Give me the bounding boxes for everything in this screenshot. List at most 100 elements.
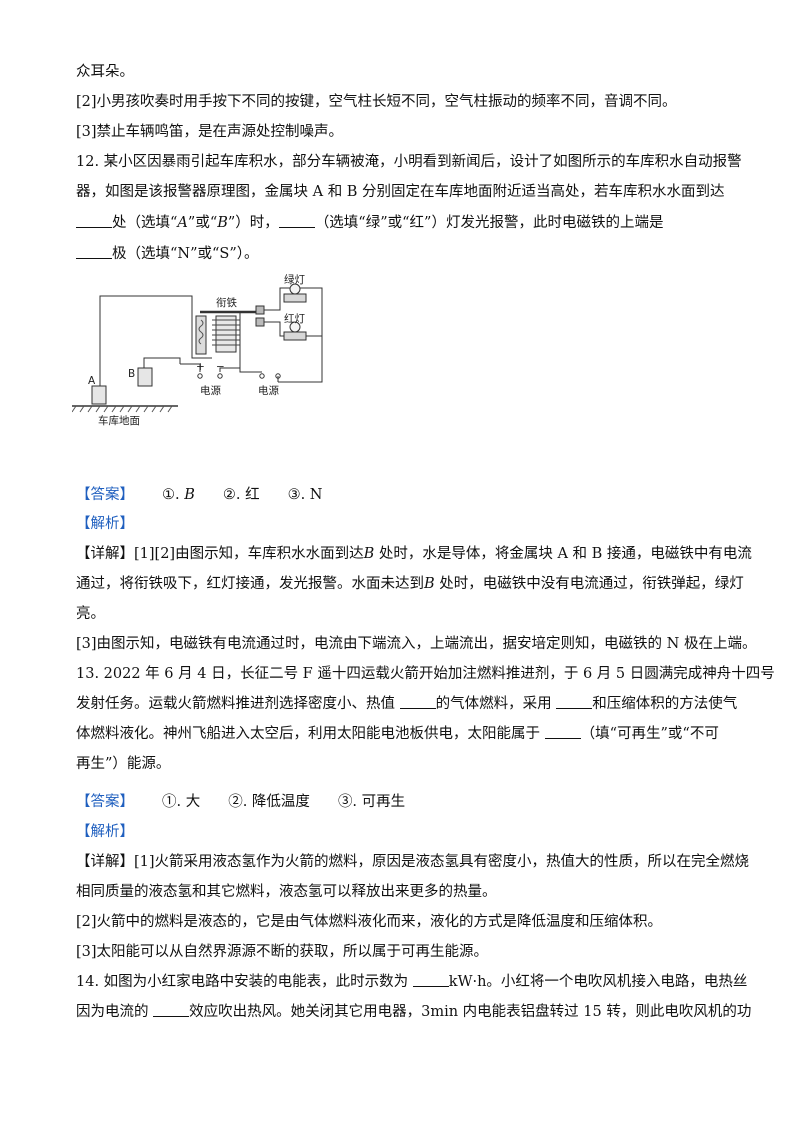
answer-item: ②. 红 [222, 487, 260, 503]
question-12-line-2: 器，如图是该报警器原理图，金属块 A 和 B 分别固定在车库地面附近适当高处，若… [76, 182, 736, 202]
question-text: 体燃料液化。神州飞船进入太空后，利用太阳能电池板供电，太阳能属于 [76, 726, 540, 742]
question-12-line-4: 极（选填“N”或“S”）。 [76, 244, 736, 264]
power-source-label: 电源 [258, 384, 279, 397]
text-line: [3]禁止车辆鸣笛，是在声源处控制噪声。 [76, 122, 736, 142]
answer-item: ③. N [287, 487, 323, 503]
red-lamp-label: 红灯 [284, 312, 305, 325]
ground-hatch [72, 405, 173, 413]
detail-text: B [424, 576, 435, 592]
answer-blank [412, 972, 449, 987]
block-b-label: B [128, 368, 135, 380]
question-text: 效应吹出热风。她关闭其它用电器，3min 内电能表铝盘转过 15 转，则此电吹风… [189, 1004, 752, 1020]
garage-floor-label: 车库地面 [98, 414, 140, 427]
detail-13-line-3: [2]火箭中的燃料是液态的，它是由气体燃料液化而来，液化的方式是降低温度和压缩体… [76, 912, 736, 932]
analysis-13-line: 【解析】 [76, 822, 736, 842]
metal-block-a [91, 385, 107, 405]
detail-12-line-2: 通过，将衔铁吸下，红灯接通，发光报警。水面未达到B 处时，电磁铁中没有电流通过，… [76, 574, 744, 594]
detail-text: B [363, 546, 375, 562]
answer-blank [544, 724, 581, 739]
text-line: [2]小男孩吹奏时用手按下不同的按键，空气柱长短不同，空气柱振动的频率不同，音调… [76, 92, 736, 112]
metal-block-b [137, 367, 153, 387]
question-text: 14. 如图为小红家电路中安装的电能表，此时示数为 [76, 974, 409, 990]
detail-12-line-3: 亮。 [76, 604, 736, 624]
detail-13-line-2: 相同质量的液态氢和其它燃料，液态氢可以释放出来更多的热量。 [76, 882, 736, 902]
power-source-label: 电源 [200, 384, 221, 397]
question-text: 12. 某小区因暴雨引起车库积水，部分车辆被淹，小明看到新闻后，设计了如图所示的… [76, 154, 742, 170]
option-a: A [177, 215, 188, 231]
alarm-circuit-diagram: 绿灯 衔铁 红灯 A B + − 电源 电源 车库地面 [72, 273, 323, 427]
analysis-tag: 【解析】 [76, 824, 134, 840]
answer-blank [278, 213, 315, 228]
answer-12-line: 【答案】 ①. B ②. 红 ③. N [76, 485, 736, 505]
detail-text: 相同质量的液态氢和其它燃料，液态氢可以释放出来更多的热量。 [76, 884, 497, 900]
question-text: kW·h。小红将一个电吹风机接入电路，电热丝 [448, 974, 748, 990]
analysis-12-line: 【解析】 [76, 514, 736, 534]
spring [198, 319, 204, 345]
analysis-tag: 【解析】 [76, 516, 134, 532]
red-lamp-icon [283, 321, 307, 341]
answer-item: ①. [162, 487, 185, 503]
terminal-minus [217, 373, 223, 379]
question-text: 处（选填“ [112, 215, 178, 231]
paragraph-text: [3]禁止车辆鸣笛，是在声源处控制噪声。 [76, 124, 344, 140]
detail-text: [2]火箭中的燃料是液态的，它是由气体燃料液化而来，液化的方式是降低温度和压缩体… [76, 914, 663, 930]
detail-text: 【详解】[1][2]由图示知，车库积水水面到达 [76, 546, 364, 562]
electromagnet-coil [212, 319, 240, 346]
detail-text: 亮。 [76, 606, 105, 622]
question-13-line-4: 再生”）能源。 [76, 754, 736, 774]
detail-12-line-1: 【详解】[1][2]由图示知，车库积水水面到达B 处时，水是导体，将金属块 A … [76, 544, 752, 564]
answer-tag: 【答案】 [76, 487, 134, 503]
question-text: 极（选填“N”或“S”）。 [112, 246, 259, 262]
green-lamp-icon [283, 283, 307, 303]
block-a-label: A [88, 375, 96, 387]
terminal-power2-a [259, 373, 265, 379]
detail-text: 通过，将衔铁吸下，红灯接通，发光报警。水面未达到 [76, 576, 424, 592]
question-text: （选填“绿”或“红”）灯发光报警，此时电磁铁的上端是 [314, 215, 664, 231]
answer-item: ②. 降低温度 [228, 794, 310, 810]
armature-frame [195, 315, 207, 355]
answer-tag: 【答案】 [76, 794, 134, 810]
minus-label: − [216, 361, 225, 373]
paragraph-text: 众耳朵。 [76, 64, 134, 80]
detail-13-line-1: 【详解】[1]火箭采用液态氢作为火箭的燃料，原因是液态氢具有密度小，热值大的性质… [76, 852, 749, 872]
question-text: ”）时， [227, 215, 279, 231]
wire [264, 287, 323, 383]
wire [143, 357, 181, 376]
question-text: （填“可再生”或“不可 [580, 726, 719, 742]
answer-item: ③. 可再生 [337, 794, 406, 810]
question-text: 和压缩体积的方法使气 [592, 696, 738, 712]
question-text: 因为电流的 [76, 1004, 149, 1020]
contact-lower [255, 317, 265, 327]
detail-12-line-4: [3]由图示知，电磁铁有电流通过时，电流由下端流入，上端流出，据安培定则知，电磁… [76, 634, 756, 654]
detail-text: 处时，水是导体，将金属块 A 和 B 接通，电磁铁中有电流 [374, 546, 752, 562]
answer-blank [556, 694, 593, 709]
question-14-line-2: 因为电流的 效应吹出热风。她关闭其它用电器，3min 内电能表铝盘转过 15 转… [76, 1002, 751, 1022]
detail-text: 【详解】[1]火箭采用液态氢作为火箭的燃料，原因是液态氢具有密度小，热值大的性质… [76, 854, 750, 870]
question-text: 器，如图是该报警器原理图，金属块 A 和 B 分别固定在车库地面附近适当高处，若… [76, 184, 725, 200]
text-line: 众耳朵。 [76, 62, 736, 82]
question-text: ”或“ [187, 215, 218, 231]
question-13-line-1: 13. 2022 年 6 月 4 日，长征二号 F 遥十四运载火箭开始加注燃料推… [76, 664, 775, 684]
terminal-plus [197, 373, 203, 379]
wire [191, 314, 212, 359]
question-14-line-1: 14. 如图为小红家电路中安装的电能表，此时示数为 kW·h。小红将一个电吹风机… [76, 972, 747, 992]
question-13-line-2: 发射任务。运载火箭燃料推进剂选择密度小、热值 的气体燃料，采用 和压缩体积的方法… [76, 694, 738, 714]
armature-label: 衔铁 [216, 296, 237, 309]
question-12-line-3: 处（选填“A”或“B”）时， （选填“绿”或“红”）灯发光报警，此时电磁铁的上端是 [76, 213, 736, 233]
detail-text: [3]太阳能可以从自然界源源不断的获取，所以属于可再生能源。 [76, 944, 489, 960]
question-text: 13. 2022 年 6 月 4 日，长征二号 F 遥十四运载火箭开始加注燃料推… [76, 666, 775, 682]
question-text: 再生”）能源。 [76, 756, 171, 772]
answer-blank [153, 1002, 190, 1017]
answer-item-value: B [184, 487, 195, 503]
green-lamp-label: 绿灯 [284, 273, 305, 286]
question-13-line-3: 体燃料液化。神州飞船进入太空后，利用太阳能电池板供电，太阳能属于 （填“可再生”… [76, 724, 736, 744]
detail-text: 处时，电磁铁中没有电流通过，衔铁弹起，绿灯 [434, 576, 744, 592]
option-b: B [217, 215, 228, 231]
contact-upper [255, 305, 265, 315]
wire [239, 312, 262, 373]
question-text: 发射任务。运载火箭燃料推进剂选择密度小、热值 [76, 696, 395, 712]
answer-blank [399, 694, 436, 709]
detail-text: [3]由图示知，电磁铁有电流通过时，电流由下端流入，上端流出，据安培定则知，电磁… [76, 636, 757, 652]
